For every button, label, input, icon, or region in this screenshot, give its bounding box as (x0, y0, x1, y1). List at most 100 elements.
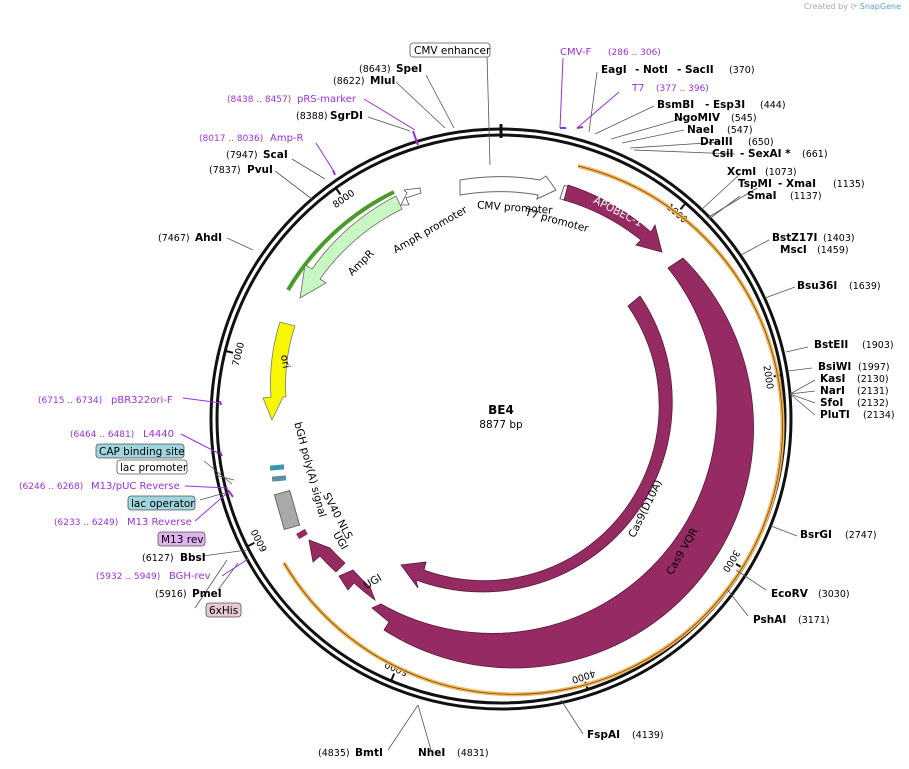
enzyme-naei: NaeI (687, 124, 714, 136)
tick-label: 8000 (331, 188, 357, 211)
enzyme-scai: ScaI (263, 149, 288, 161)
primer-range-bghrev: (5932 .. 5949) (96, 572, 160, 582)
enzyme-pshai: PshAI (753, 614, 786, 626)
tick-mark (390, 673, 396, 682)
ampr-label: AmpR (346, 248, 377, 279)
enzyme-sfoi: SfoI (820, 397, 843, 409)
cmv-enhancer-label: CMV enhancer (414, 45, 491, 57)
enzyme-sacii: - SacII (677, 64, 714, 76)
primer-range-m13puc: (6246 .. 6268) (19, 482, 83, 492)
primer-l4440: L4440 (143, 429, 174, 440)
enzyme-pos-sfoi: (2132) (857, 398, 889, 409)
enzyme-pos-bstz17i: (1403) (823, 233, 855, 244)
tick-mark (335, 187, 342, 196)
enzyme-xmai: - XmaI (778, 178, 816, 190)
tick-mark (246, 542, 255, 548)
enzyme-pos-eagi: (370) (729, 65, 755, 76)
enzyme-ecorv: EcoRV (771, 588, 809, 600)
enzyme-sgrdi: SgrDI (330, 110, 363, 122)
plasmid-length: 8877 bp (479, 419, 523, 431)
enzyme-pos-bsu36i: (1639) (849, 281, 881, 292)
enzyme-labels: (8643) SpeI (8622) MluI (8388) SgrDI (79… (142, 63, 895, 759)
sv40-nls-marker (296, 528, 308, 540)
enzyme-pos-draiii: (650) (748, 137, 774, 148)
enzyme-msci: MscI (780, 244, 807, 256)
primer-range-prs: (8438 .. 8457) (227, 95, 291, 105)
tick-mark (679, 202, 687, 210)
orf-highlight-arc-inner (283, 165, 783, 695)
enzyme-bsiwi: BsiWI (818, 361, 851, 373)
tick-label: 2000 (760, 364, 775, 390)
ugi-arrow-1 (338, 569, 376, 602)
snapgene-credit: Created by ⟳ SnapGene (804, 2, 901, 11)
enzyme-pos-csii: (661) (802, 149, 828, 160)
primer-range-pbr322: (6715 .. 6734) (38, 396, 102, 406)
enzyme-pos-scai: (7947) (226, 150, 258, 161)
enzyme-pos-smai: (1137) (790, 191, 822, 202)
credit-brand: SnapGene (859, 2, 901, 11)
t7-promoter-label: T7 promoter (523, 206, 591, 235)
enzyme-pos-pmei: (5916) (155, 589, 187, 600)
enzyme-pos-bsteii: (1903) (862, 340, 894, 351)
enzyme-pos-ngomiv: (545) (731, 113, 757, 124)
bgh-polya-box (273, 489, 301, 531)
connector-lines (194, 53, 816, 751)
apobec-arrow (563, 184, 663, 253)
enzyme-pos-msci: (1459) (817, 245, 849, 256)
tick-mark (225, 349, 234, 354)
enzyme-pos-kasi: (2130) (857, 374, 889, 385)
lac-operator-marker (271, 475, 287, 482)
enzyme-pos-bbsi: (6127) (142, 553, 174, 564)
enzyme-pos-spei: (8643) (359, 64, 391, 75)
enzyme-pos-bsiwi: (1997) (858, 362, 890, 373)
ori-arrow (262, 321, 296, 421)
primer-labels: CMV-F (286 .. 306) T7 (377 .. 396) (8438… (19, 47, 709, 582)
enzyme-mlui: MluI (370, 75, 395, 87)
primer-m13puc: M13/pUC Reverse (91, 481, 180, 492)
enzyme-pos-nhei: (4831) (457, 748, 489, 759)
ori-label: ori (278, 354, 292, 370)
ugi-label-1: UGI (362, 572, 384, 592)
enzyme-pluti: PluTI (820, 409, 850, 421)
primer-range-l4440: (6464 .. 6481) (70, 430, 134, 440)
enzyme-pos-pvui: (7837) (209, 165, 241, 176)
m13-rev-label: M13 rev (161, 534, 204, 546)
tick-label: 7000 (231, 341, 247, 367)
enzyme-bsmbi: BsmBI (657, 99, 694, 111)
enzyme-kasi: KasI (820, 373, 845, 385)
enzyme-pos-tspmi: (1135) (833, 179, 865, 190)
primer-ampr: Amp-R (270, 133, 304, 144)
lac-promoter-label: lac promoter (120, 462, 188, 474)
enzyme-bsrgi: BsrGI (800, 529, 832, 541)
ampr-highlight-arc (286, 190, 395, 292)
enzyme-ahdi: AhdI (195, 232, 222, 244)
enzyme-esp3i: - Esp3I (705, 99, 745, 111)
lac-promoter-marker (269, 464, 285, 471)
primer-range-t7: (377 .. 396) (656, 84, 709, 94)
enzyme-pos-mlui: (8622) (333, 76, 365, 87)
ampr-arrow (299, 195, 403, 299)
snapgene-logo-icon: ⟳ (850, 2, 858, 11)
boxed-features: CMV enhancer CAP binding site lac promot… (95, 42, 491, 618)
enzyme-pvui: PvuI (247, 164, 273, 176)
enzyme-bmti: BmtI (355, 747, 383, 759)
enzyme-noti: - NotI (635, 64, 668, 76)
credit-prefix: Created by (803, 2, 848, 11)
ugi-arrow-2 (308, 539, 346, 573)
plasmid-name: BE4 (488, 403, 514, 417)
enzyme-pos-nari: (2131) (857, 386, 889, 397)
enzyme-smai: SmaI (747, 190, 777, 202)
his-tag-label: 6xHis (209, 605, 238, 617)
enzyme-fspai: FspAI (587, 729, 620, 741)
primer-range-ampr: (8017 .. 8036) (199, 134, 263, 144)
enzyme-pos-pluti: (2134) (863, 410, 895, 421)
enzyme-pos-pshai: (3171) (798, 615, 830, 626)
ampr-promoter-label: AmpR promoter (391, 204, 470, 256)
enzyme-pos-bsrgi: (2747) (845, 530, 877, 541)
primer-range-cmvf: (286 .. 306) (608, 48, 661, 58)
enzyme-tspmi: TspMI (738, 178, 772, 190)
enzyme-pos-ahdi: (7467) (158, 233, 190, 244)
primer-cmvf: CMV-F (560, 47, 591, 58)
enzyme-bstz17i: BstZ17I (772, 232, 817, 244)
